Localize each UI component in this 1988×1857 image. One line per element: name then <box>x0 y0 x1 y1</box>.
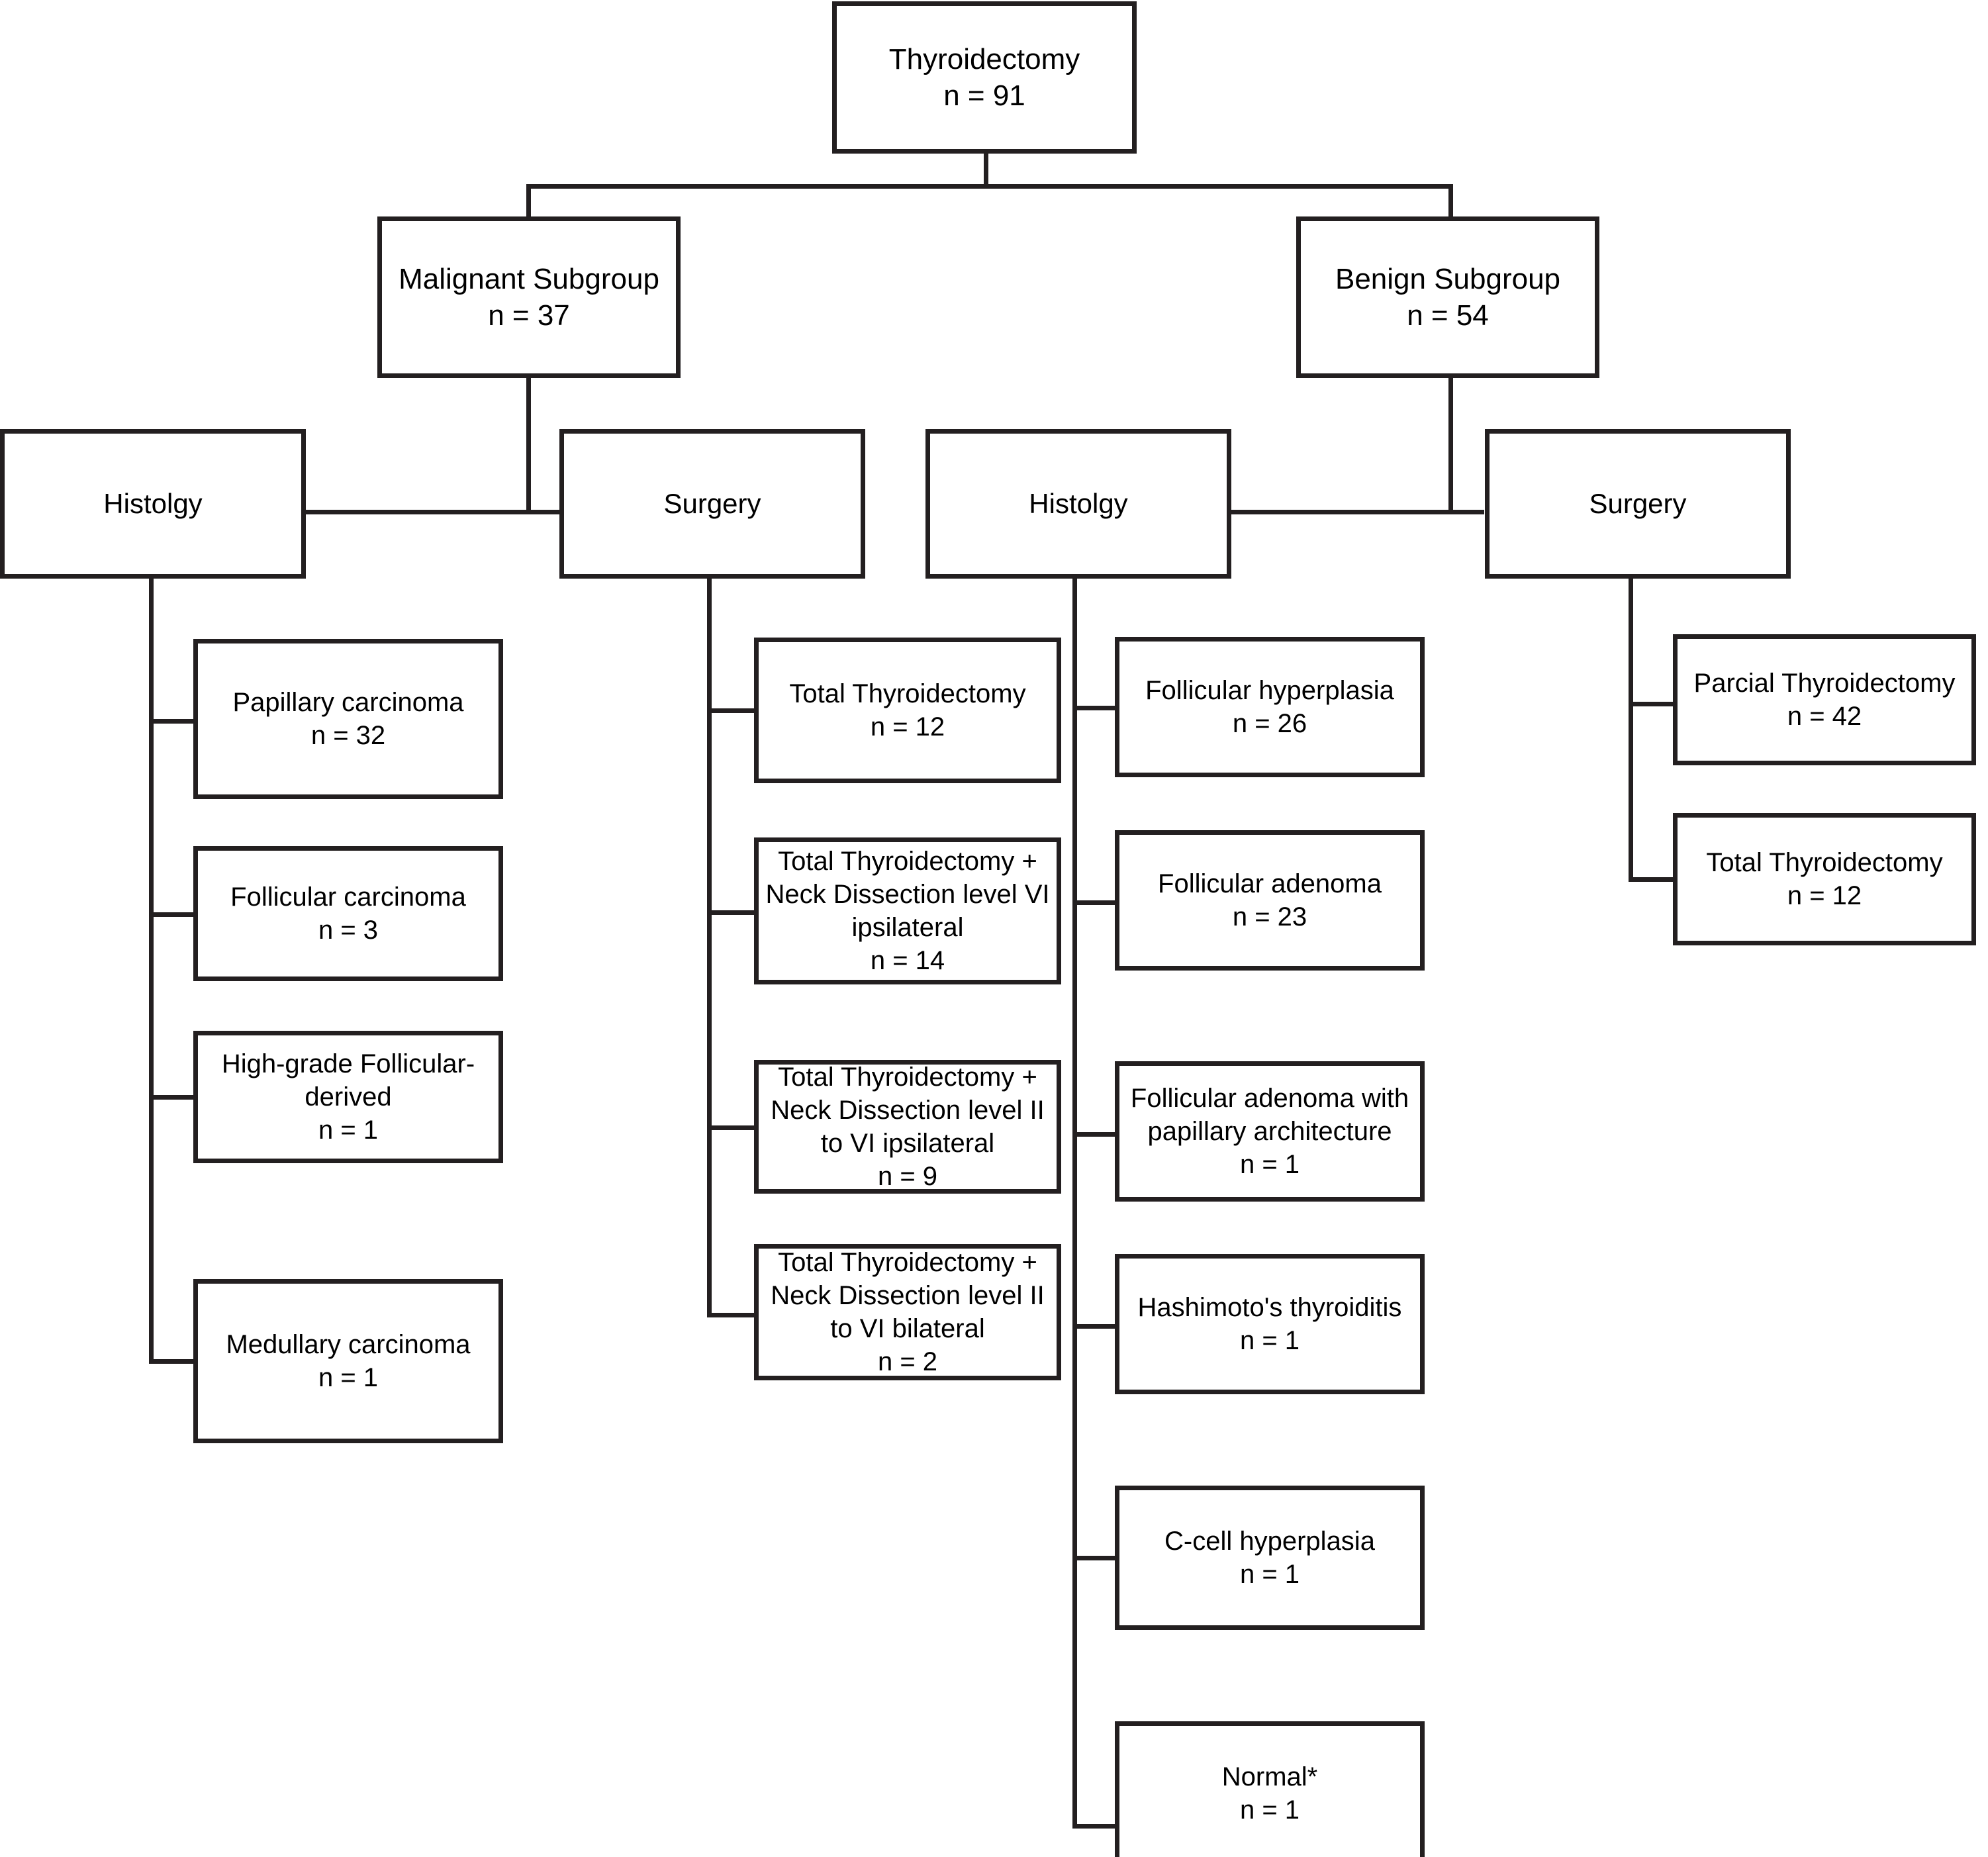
node-follicular-adenoma[interactable]: Follicular adenoma n = 23 <box>1115 830 1425 971</box>
node-label: Thyroidectomy n = 91 <box>888 43 1080 112</box>
node-label: Follicular hyperplasia n = 26 <box>1145 676 1394 738</box>
connector-mal-histology-stub-1 <box>149 719 197 724</box>
connector-malignant-cat-bar <box>113 510 563 514</box>
node-label: Benign Subgroup n = 54 <box>1335 263 1561 332</box>
connector-ben-surgery-trunk <box>1629 576 1633 881</box>
node-label: Papillary carcinoma n = 32 <box>232 688 464 750</box>
node-malignant-subgroup[interactable]: Malignant Subgroup n = 37 <box>377 216 681 378</box>
node-total-thyroidectomy-nd-ii-vi-ipsilateral[interactable]: Total Thyroidectomy + Neck Dissection le… <box>754 1060 1061 1194</box>
connector-split-bar <box>526 184 1453 189</box>
node-label: Malignant Subgroup n = 37 <box>399 263 659 332</box>
connector-benign-cat-bar <box>1013 510 1484 514</box>
connector-ben-histology-stub-2 <box>1072 900 1119 905</box>
node-label: Total Thyroidectomy + Neck Dissection le… <box>771 1063 1045 1191</box>
connector-mal-histology-stub-3 <box>149 1095 197 1100</box>
node-label: Surgery <box>663 487 761 519</box>
node-label: Total Thyroidectomy + Neck Dissection le… <box>771 1248 1045 1376</box>
connector-ben-histology-stub-5 <box>1072 1556 1119 1560</box>
node-normal[interactable]: Normal* n = 1 <box>1115 1721 1425 1857</box>
node-follicular-hyperplasia[interactable]: Follicular hyperplasia n = 26 <box>1115 637 1425 777</box>
connector-malignant-down <box>526 374 531 514</box>
node-label: Normal* n = 1 <box>1221 1762 1318 1825</box>
connector-ben-surgery-stub-2 <box>1629 877 1675 882</box>
node-total-thyroidectomy-nd-ii-vi-bilateral[interactable]: Total Thyroidectomy + Neck Dissection le… <box>754 1244 1061 1380</box>
node-label: C-cell hyperplasia n = 1 <box>1164 1527 1375 1589</box>
connector-ben-histology-stub-1 <box>1072 706 1119 710</box>
node-benign-total-thyroidectomy[interactable]: Total Thyroidectomy n = 12 <box>1673 813 1976 945</box>
connector-to-benign <box>1448 184 1453 220</box>
connector-ben-histology-stub-4 <box>1072 1324 1119 1329</box>
node-malignant-histology[interactable]: Histolgy <box>0 429 306 579</box>
node-label: Hashimoto's thyroiditis n = 1 <box>1137 1293 1402 1355</box>
node-label: Total Thyroidectomy n = 12 <box>789 679 1026 741</box>
connector-ben-histology-trunk <box>1072 576 1077 1829</box>
connector-ben-histology-stub-6 <box>1072 1824 1119 1829</box>
node-label: Total Thyroidectomy + Neck Dissection le… <box>765 847 1050 975</box>
connector-ben-histology-stub-3 <box>1072 1132 1119 1137</box>
node-label: Surgery <box>1589 487 1687 519</box>
connector-root-down <box>984 151 988 188</box>
node-benign-histology[interactable]: Histolgy <box>925 429 1231 579</box>
node-label: Medullary carcinoma n = 1 <box>226 1330 471 1392</box>
node-total-thyroidectomy-nd-vi-ipsilateral[interactable]: Total Thyroidectomy + Neck Dissection le… <box>754 837 1061 984</box>
node-malignant-surgery[interactable]: Surgery <box>559 429 865 579</box>
connector-mal-surgery-stub-1 <box>707 708 757 713</box>
node-total-thyroidectomy[interactable]: Total Thyroidectomy n = 12 <box>754 638 1061 783</box>
node-parcial-thyroidectomy[interactable]: Parcial Thyroidectomy n = 42 <box>1673 634 1976 765</box>
node-label: Histolgy <box>103 487 203 519</box>
node-label: Histolgy <box>1029 487 1128 519</box>
node-label: Follicular adenoma with papillary archit… <box>1130 1084 1409 1179</box>
connector-mal-histology-trunk <box>149 576 154 1364</box>
connector-mal-surgery-stub-4 <box>707 1313 757 1317</box>
node-label: Follicular adenoma n = 23 <box>1158 869 1382 931</box>
connector-mal-histology-stub-4 <box>149 1359 197 1364</box>
node-thyroidectomy[interactable]: Thyroidectomy n = 91 <box>832 1 1137 154</box>
connector-to-malignant <box>526 184 531 220</box>
node-benign-surgery[interactable]: Surgery <box>1485 429 1791 579</box>
node-follicular-carcinoma[interactable]: Follicular carcinoma n = 3 <box>193 846 503 981</box>
node-medullary-carcinoma[interactable]: Medullary carcinoma n = 1 <box>193 1279 503 1443</box>
connector-mal-surgery-stub-3 <box>707 1125 757 1130</box>
node-high-grade-follicular-derived[interactable]: High-grade Follicular- derived n = 1 <box>193 1031 503 1163</box>
node-papillary-carcinoma[interactable]: Papillary carcinoma n = 32 <box>193 639 503 799</box>
node-benign-subgroup[interactable]: Benign Subgroup n = 54 <box>1296 216 1599 378</box>
connector-mal-histology-stub-2 <box>149 912 197 917</box>
connector-mal-surgery-trunk <box>707 576 712 1317</box>
connector-ben-surgery-stub-1 <box>1629 702 1675 706</box>
node-hashimotos-thyroiditis[interactable]: Hashimoto's thyroiditis n = 1 <box>1115 1254 1425 1394</box>
connector-benign-down <box>1448 374 1453 514</box>
node-c-cell-hyperplasia[interactable]: C-cell hyperplasia n = 1 <box>1115 1486 1425 1630</box>
node-label: High-grade Follicular- derived n = 1 <box>221 1049 475 1145</box>
connector-mal-surgery-stub-2 <box>707 910 757 915</box>
node-follicular-adenoma-papillary[interactable]: Follicular adenoma with papillary archit… <box>1115 1061 1425 1202</box>
node-label: Parcial Thyroidectomy n = 42 <box>1693 669 1956 731</box>
node-label: Follicular carcinoma n = 3 <box>230 882 466 945</box>
node-label: Total Thyroidectomy n = 12 <box>1706 848 1943 910</box>
